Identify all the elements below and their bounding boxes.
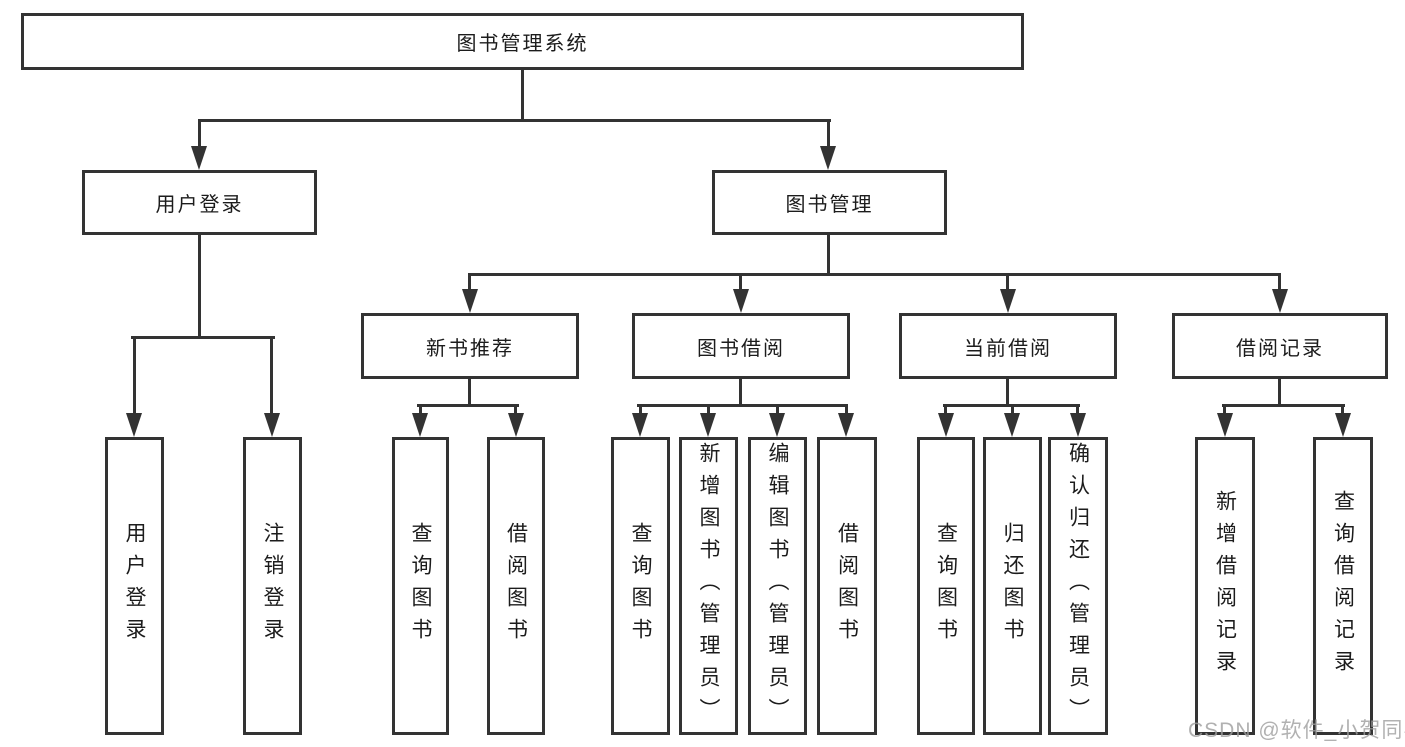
- node-label: 查询图书: [934, 522, 958, 650]
- node-label: 图书管理: [785, 194, 874, 216]
- leaf-records-query-borrow-record: 查询借阅记录: [1313, 437, 1373, 735]
- connector-line: [739, 273, 742, 292]
- node-label: 用户登录: [123, 522, 146, 650]
- node-current-borrowing: 当前借阅: [899, 313, 1117, 379]
- node-label: 新增借阅记录: [1213, 490, 1237, 682]
- node-label: 当前借阅: [964, 337, 1052, 360]
- node-label: 借阅图书: [835, 522, 859, 650]
- arrowhead-down-icon: [1335, 413, 1351, 437]
- connector-line: [419, 404, 422, 416]
- connector-line: [468, 379, 471, 407]
- node-label: 借阅图书: [504, 522, 528, 650]
- leaf-user-login: 用户登录: [105, 437, 164, 735]
- connector-line: [707, 404, 710, 416]
- connector-line: [1223, 404, 1226, 416]
- arrowhead-down-icon: [412, 413, 428, 437]
- arrowhead-down-icon: [191, 146, 207, 170]
- leaf-recommend-borrow-books: 借阅图书: [487, 437, 545, 735]
- node-label: 用户登录: [155, 194, 244, 216]
- leaf-borrowing-borrow-books: 借阅图书: [817, 437, 877, 735]
- leaf-logout: 注销登录: [243, 437, 302, 735]
- leaf-current-query-books: 查询图书: [917, 437, 975, 735]
- connector-line: [827, 235, 830, 276]
- connector-line: [1076, 404, 1079, 416]
- arrowhead-down-icon: [632, 413, 648, 437]
- arrowhead-down-icon: [769, 413, 785, 437]
- arrowhead-down-icon: [820, 146, 836, 170]
- arrowhead-down-icon: [264, 413, 280, 437]
- node-book-management: 图书管理: [712, 170, 947, 235]
- arrowhead-down-icon: [1004, 413, 1020, 437]
- connector-line: [845, 404, 848, 416]
- arrowhead-down-icon: [462, 289, 478, 313]
- node-label: 新增图书（管理员）: [697, 442, 720, 730]
- arrowhead-down-icon: [1070, 413, 1086, 437]
- node-label: 图书借阅: [697, 337, 785, 360]
- connector-line: [739, 379, 742, 407]
- leaf-borrowing-query-books: 查询图书: [611, 437, 670, 735]
- arrowhead-down-icon: [1000, 289, 1016, 313]
- csdn-watermark: CSDN @软件_小贺同学: [1188, 719, 1405, 742]
- arrowhead-down-icon: [838, 413, 854, 437]
- node-library-management-system: 图书管理系统: [21, 13, 1024, 70]
- leaf-recommend-query-books: 查询图书: [392, 437, 449, 735]
- connector-line: [1222, 404, 1345, 407]
- connector-line: [1006, 379, 1009, 407]
- connector-line: [270, 336, 273, 415]
- arrowhead-down-icon: [700, 413, 716, 437]
- node-label: 借阅记录: [1236, 337, 1324, 360]
- connector-line: [639, 404, 642, 416]
- leaf-current-return-books: 归还图书: [983, 437, 1042, 735]
- connector-line: [417, 404, 519, 407]
- connector-line: [514, 404, 517, 416]
- node-user-login: 用户登录: [82, 170, 317, 235]
- connector-line: [468, 273, 1281, 276]
- connector-line: [1011, 404, 1014, 416]
- arrowhead-down-icon: [508, 413, 524, 437]
- connector-line: [1341, 404, 1344, 416]
- node-label: 归还图书: [1001, 522, 1024, 650]
- connector-line: [198, 119, 201, 149]
- node-label: 新书推荐: [426, 337, 514, 360]
- leaf-borrowing-add-books-admin: 新增图书（管理员）: [679, 437, 738, 735]
- leaf-borrowing-edit-books-admin: 编辑图书（管理员）: [748, 437, 807, 735]
- connector-line: [827, 119, 830, 149]
- connector-line: [468, 273, 471, 292]
- node-borrowing-records: 借阅记录: [1172, 313, 1388, 379]
- node-label: 注销登录: [261, 522, 284, 650]
- node-label: 查询图书: [409, 522, 432, 650]
- arrowhead-down-icon: [126, 413, 142, 437]
- leaf-records-add-borrow-record: 新增借阅记录: [1195, 437, 1255, 735]
- connector-line: [1278, 379, 1281, 407]
- connector-line: [1278, 273, 1281, 292]
- arrowhead-down-icon: [1217, 413, 1233, 437]
- arrowhead-down-icon: [733, 289, 749, 313]
- arrowhead-down-icon: [938, 413, 954, 437]
- connector-line: [521, 70, 524, 122]
- connector-line: [1006, 273, 1009, 292]
- arrowhead-down-icon: [1272, 289, 1288, 313]
- connector-line: [776, 404, 779, 416]
- node-label: 编辑图书（管理员）: [766, 442, 789, 730]
- connector-line: [133, 336, 136, 415]
- node-label: 查询借阅记录: [1331, 490, 1355, 682]
- connector-line: [198, 235, 201, 339]
- connector-line: [131, 336, 275, 339]
- node-new-book-recommendation: 新书推荐: [361, 313, 579, 379]
- node-book-borrowing: 图书借阅: [632, 313, 850, 379]
- connector-line: [944, 404, 947, 416]
- connector-line: [637, 404, 848, 407]
- connector-line: [198, 119, 831, 122]
- node-label: 查询图书: [629, 522, 652, 650]
- node-label: 确认归还（管理员）: [1066, 442, 1090, 730]
- leaf-current-confirm-return-admin: 确认归还（管理员）: [1048, 437, 1108, 735]
- node-label: 图书管理系统: [456, 33, 589, 55]
